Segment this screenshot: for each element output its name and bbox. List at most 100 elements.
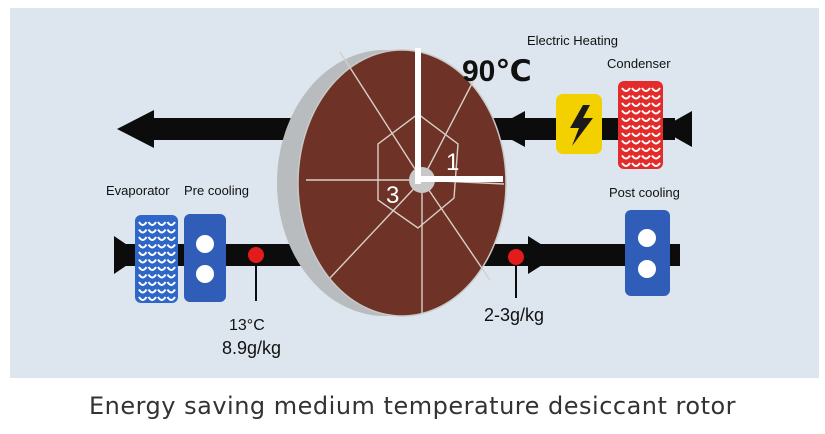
coil-fin (631, 117, 641, 122)
coil-fin (147, 266, 157, 271)
coil-fin (147, 288, 157, 294)
coil-fin (621, 132, 631, 137)
lightning-bolt-icon (570, 105, 593, 146)
coil-fin (641, 94, 651, 100)
inlet-temperature-label: 13°C (229, 317, 265, 334)
condenser-label: Condenser (607, 56, 671, 71)
coil-fin (157, 258, 167, 264)
coil-fin (138, 228, 148, 234)
temperature-hot-label: 90℃ (462, 55, 532, 88)
coil-fin (147, 228, 157, 234)
coil-fin (621, 102, 631, 107)
coil-fin (621, 94, 631, 100)
coil-fin (641, 132, 651, 137)
coil-fin (166, 221, 176, 226)
coil-fin (147, 243, 157, 249)
coil-fin (621, 124, 631, 130)
coil-fin (157, 281, 167, 286)
coil-fin (166, 243, 176, 249)
coil-fin (138, 221, 148, 226)
coil-fin (166, 236, 176, 241)
coil-fin (138, 281, 148, 286)
coil-fin (157, 221, 167, 226)
coil-fin (138, 243, 148, 249)
coil-fin (138, 273, 148, 279)
coil-fin (621, 147, 631, 152)
coil-fin (651, 94, 661, 100)
coil-fin (166, 288, 176, 294)
coil-fin (147, 251, 157, 256)
coil-fin (157, 251, 167, 256)
electric-heater (556, 94, 602, 154)
condenser-coil (618, 81, 663, 169)
coil-fin (641, 87, 651, 92)
coil-fin (138, 236, 148, 241)
coil-fin (621, 87, 631, 92)
rotor-divider-horizontal (418, 176, 503, 182)
coil-fin (651, 117, 661, 122)
coil-fin (138, 288, 148, 294)
coil-fin (138, 258, 148, 264)
coil-fin (631, 109, 641, 115)
inlet-humidity-label: 8.9g/kg (222, 338, 281, 358)
coil-fin (157, 236, 167, 241)
coil-fin (138, 251, 148, 256)
coil-fin (641, 147, 651, 152)
rotor-divider-vertical (415, 48, 421, 184)
pre-cooling-unit (184, 214, 226, 302)
coil-fin (651, 109, 661, 115)
coil-fin (147, 236, 157, 241)
inlet-sensor (248, 247, 264, 301)
coil-fin (631, 132, 641, 137)
coil-fin (651, 124, 661, 130)
coil-fin (147, 221, 157, 226)
zone-1-label: 1 (446, 149, 459, 176)
coil-fin (166, 273, 176, 279)
rotor-sectors (306, 51, 505, 314)
bottom-right-airflow-arrow (445, 236, 680, 274)
outlet-humidity-label: 2-3g/kg (484, 305, 544, 325)
coil-fin (621, 162, 631, 167)
diagram-caption: Energy saving medium temperature desicca… (88, 392, 737, 420)
coil-fin (166, 251, 176, 256)
coil-fin (166, 228, 176, 234)
coil-fin (641, 102, 651, 107)
coil-fin (138, 296, 148, 301)
coil-fin (621, 117, 631, 122)
outlet-sensor (508, 249, 524, 298)
coil-fin (651, 154, 661, 160)
coil-fin (641, 124, 651, 130)
coil-fin (157, 266, 167, 271)
coil-fin (651, 147, 661, 152)
electric-heating-label: Electric Heating (527, 33, 618, 48)
coil-fin (631, 102, 641, 107)
coil-fin (631, 139, 641, 145)
coil-fin (166, 281, 176, 286)
coil-fin (157, 296, 167, 301)
coil-fin (651, 102, 661, 107)
desiccant-rotor-diagram: 1 3 90℃ Electric Heating Condenser Evapo… (106, 33, 692, 358)
coil-fin (651, 132, 661, 137)
coil-fin (166, 266, 176, 271)
post-cooling-unit (625, 210, 670, 296)
coil-fin (147, 296, 157, 301)
coil-fin (621, 154, 631, 160)
desiccant-rotor: 1 3 (277, 48, 507, 317)
fan-circles-icon (196, 235, 214, 253)
coil-fin (631, 154, 641, 160)
coil-fin (157, 243, 167, 249)
coil-fin (138, 266, 148, 271)
coil-fin (641, 162, 651, 167)
top-left-airflow-arrow (117, 110, 325, 148)
diagram-panel: 1 3 90℃ Electric Heating Condenser Evapo… (10, 8, 819, 378)
coil-fin (157, 228, 167, 234)
coil-fin (157, 288, 167, 294)
coil-fin (631, 94, 641, 100)
coil-fin (641, 139, 651, 145)
coil-fin (621, 139, 631, 145)
coil-fin (641, 117, 651, 122)
coil-fin (631, 147, 641, 152)
evaporator-coil (135, 215, 178, 303)
coil-fin (166, 296, 176, 301)
coil-fin (641, 154, 651, 160)
